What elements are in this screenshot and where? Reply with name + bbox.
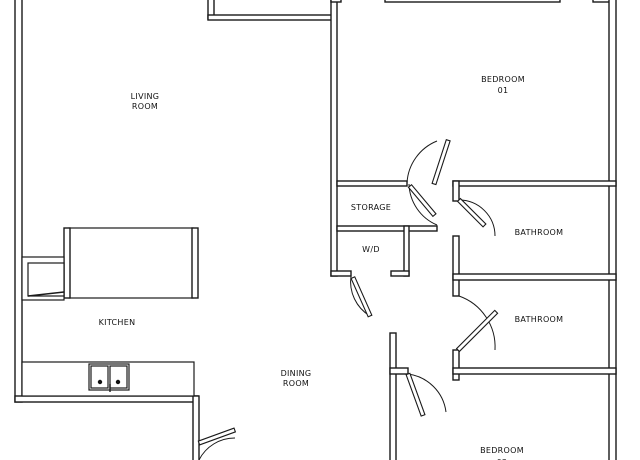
left-exterior-wall xyxy=(14,0,23,403)
refrigerator-door-line xyxy=(27,291,65,297)
storage-right-wall xyxy=(403,225,410,277)
bedroom01-door-swing xyxy=(406,140,438,184)
kitchen-island xyxy=(68,227,194,299)
bath1-door-swing xyxy=(458,199,496,237)
bathroom2-label: BATHROOM xyxy=(515,315,564,324)
bedroom01-bottom-wall-right xyxy=(452,180,617,187)
bedroom01-door xyxy=(431,138,451,186)
sink-basin-left xyxy=(90,365,109,389)
top-closet-bottom-wall xyxy=(207,14,335,21)
bath2-bottom-wall xyxy=(452,367,617,375)
sink-drain-left xyxy=(97,379,103,385)
bath-left-wall-low xyxy=(452,349,460,381)
bath1-bottom-wall xyxy=(452,273,617,281)
doors xyxy=(197,138,499,460)
bedroom01-label-2: 01 xyxy=(498,86,509,95)
bedroom02-label-1: BEDROOM xyxy=(480,446,524,455)
dining-room-label-1: DINING xyxy=(281,369,312,378)
bedroom-top-wall-a xyxy=(330,0,342,3)
bath1-door xyxy=(456,197,487,228)
dining-room-label-2: ROOM xyxy=(283,379,309,388)
walls xyxy=(14,0,617,460)
dining-left-wall xyxy=(192,395,200,460)
front-door-swing xyxy=(198,437,236,460)
bath2-door xyxy=(455,309,499,353)
wd-door xyxy=(350,276,373,318)
bath-left-wall-top xyxy=(452,180,460,202)
bath2-door-swing xyxy=(458,295,496,351)
central-wall xyxy=(330,0,338,277)
refrigerator-inner xyxy=(27,262,65,297)
bathroom1-label: BATHROOM xyxy=(515,228,564,237)
storage-bottom-wall xyxy=(336,225,438,232)
island-right-post xyxy=(191,227,199,299)
bedroom02-door-swing xyxy=(407,373,447,413)
right-exterior-wall xyxy=(608,0,617,460)
sink-basin-right xyxy=(109,365,128,389)
bedroom01-bottom-wall xyxy=(336,180,408,187)
bedroom01-label-1: BEDROOM xyxy=(481,75,525,84)
bedroom02-left-wall xyxy=(389,332,397,460)
living-room-label-2: ROOM xyxy=(132,102,158,111)
bedroom02-label-2: 02 xyxy=(497,458,508,460)
wd-bottom-wall-right xyxy=(390,270,410,277)
bedroom-top-wall-c xyxy=(592,0,616,3)
kitchen-fixtures xyxy=(21,227,199,397)
bedroom02-top-wall-left xyxy=(389,367,409,375)
wd-label: W/D xyxy=(362,245,380,254)
room-labels: LIVING ROOM BEDROOM 01 STORAGE W/D BATHR… xyxy=(99,75,564,460)
island-left-post xyxy=(63,227,71,299)
bedroom-top-wall-b xyxy=(384,0,561,3)
wd-bottom-wall-left xyxy=(330,270,352,277)
living-room-label-1: LIVING xyxy=(131,92,160,101)
front-door xyxy=(197,427,237,446)
sink-drain-right xyxy=(115,379,121,385)
bedroom02-door xyxy=(405,372,426,417)
bath-left-wall-mid xyxy=(452,235,460,297)
kitchen-bottom-wall xyxy=(14,395,199,403)
kitchen-label: KITCHEN xyxy=(99,318,136,327)
storage-label: STORAGE xyxy=(351,203,391,212)
storage-door xyxy=(407,183,437,218)
